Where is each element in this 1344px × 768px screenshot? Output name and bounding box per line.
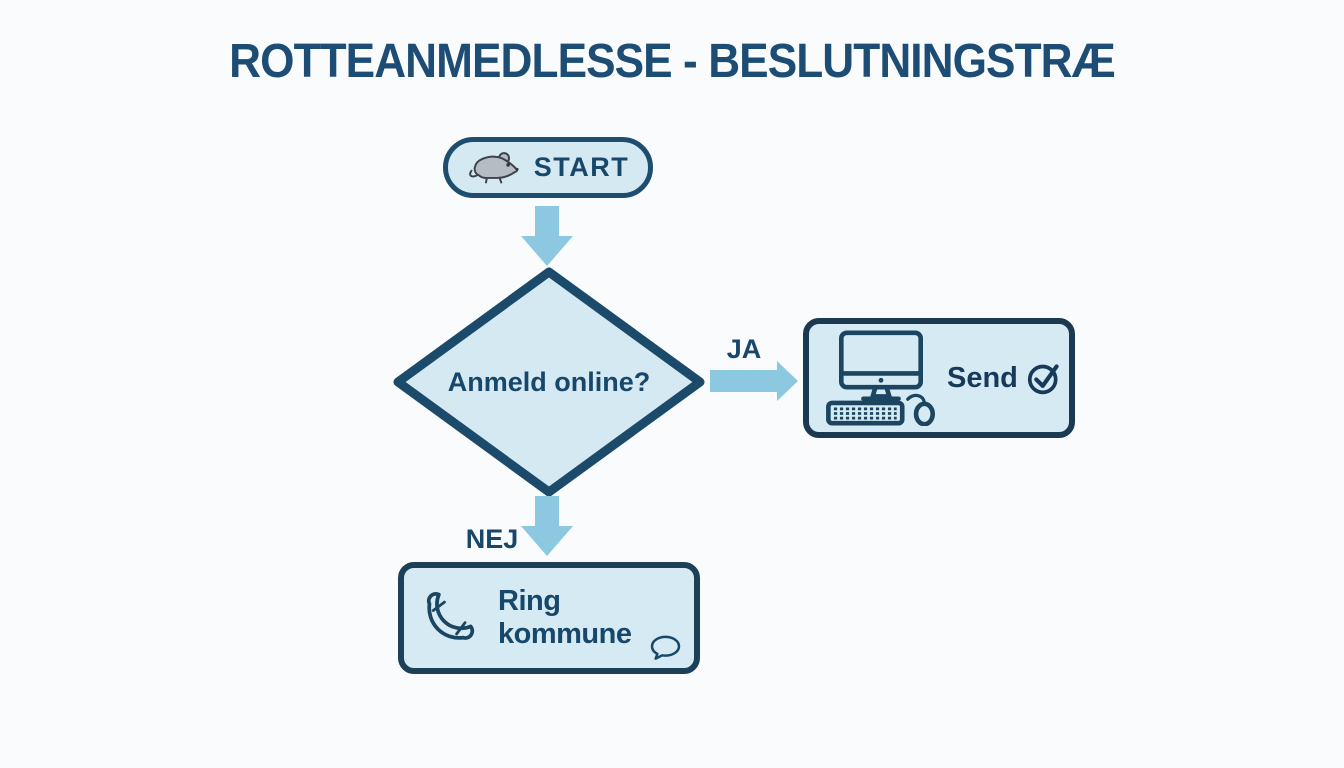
edge-label-nej: NEJ [465, 524, 519, 554]
arrow-down-start-to-decision [520, 206, 576, 266]
computer-icon [821, 330, 941, 426]
arrow-down-decision-to-ring [520, 496, 576, 556]
start-node-label: START [533, 152, 630, 182]
page-title: ROTTEANMEDLESSE - BESLUTNINGSTRÆ [229, 35, 1116, 88]
send-node-label: Send [947, 361, 1018, 394]
decision-node [390, 262, 708, 502]
phone-icon [422, 587, 480, 649]
arrow-right-decision-to-send [710, 361, 798, 401]
speech-bubble-icon [649, 634, 682, 661]
ring-kommune-node: Ring kommune [398, 562, 700, 674]
start-node: START [443, 137, 653, 198]
send-online-node: Send [803, 318, 1075, 438]
edge-label-ja: JA [726, 334, 762, 364]
decision-node-label: Anmeld online? [447, 366, 651, 397]
ring-node-label: Ring kommune [498, 585, 632, 650]
check-circle-icon [1027, 360, 1064, 397]
rat-icon [467, 149, 523, 187]
